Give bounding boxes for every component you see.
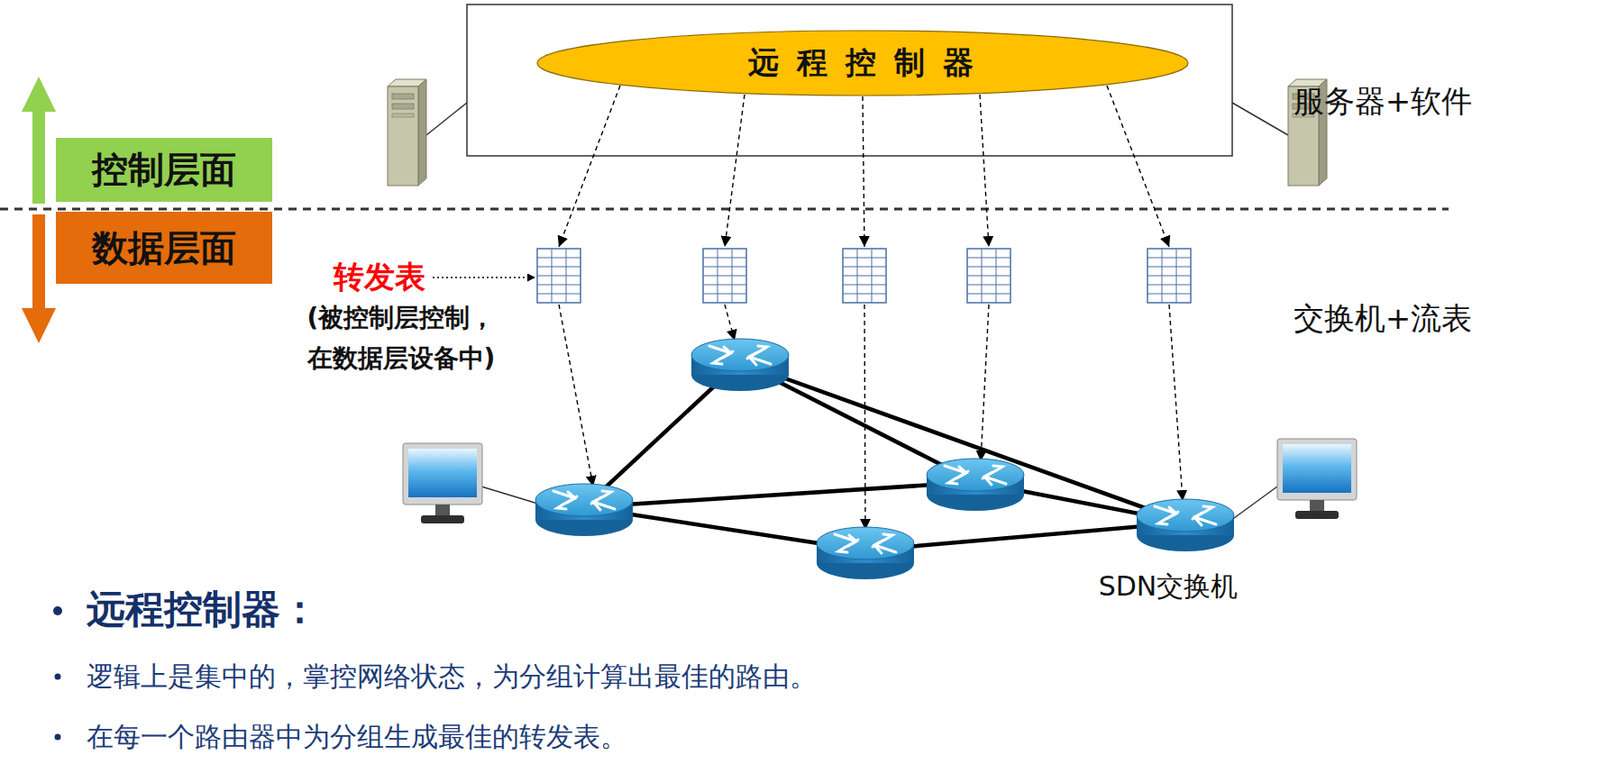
controller-ellipse: 远 程 控 制 器 — [536, 29, 1189, 97]
host-monitor — [1277, 438, 1357, 520]
bullet-dot — [53, 606, 63, 616]
node-text: 控制层面 — [91, 145, 237, 195]
plane-divider — [0, 208, 1449, 211]
leader-line — [432, 276, 536, 278]
sdn-switch — [816, 527, 915, 580]
server-link — [426, 102, 467, 136]
server-link — [1232, 102, 1289, 136]
data-plane-box: 数据层面 — [55, 211, 273, 284]
sdn-switch — [691, 338, 789, 392]
flow-table — [703, 248, 747, 303]
bullet-dot — [54, 734, 62, 741]
flow-table — [967, 248, 1011, 303]
tier-label: 服务器+软件 — [1293, 81, 1473, 123]
install-arrows — [558, 304, 1183, 531]
host-link — [481, 486, 541, 505]
ellipse-fill — [537, 30, 1189, 96]
device-label: SDN交换机 — [1098, 568, 1239, 606]
bullet-dot — [54, 674, 62, 681]
down-arrow — [21, 214, 56, 344]
tier-label: 交换机+流表 — [1293, 298, 1473, 340]
flow-table — [537, 248, 581, 303]
callout-note: (被控制层控制， 在数据层设备中) — [291, 298, 512, 380]
bullet-text: 逻辑上是集中的，掌控网络状态，为分组计算出最佳的路由。 — [86, 658, 817, 696]
sdn-switch — [535, 484, 633, 537]
node-text: 远 程 控 制 器 — [748, 42, 978, 84]
control-plane-box: 控制层面 — [55, 137, 273, 202]
server-box — [466, 4, 1233, 156]
host-link — [1230, 486, 1278, 522]
callout-title: 转发表 — [333, 256, 426, 299]
host-monitor — [402, 443, 483, 524]
bullet-text: 在每一个路由器中为分组生成最佳的转发表。 — [86, 719, 628, 757]
up-arrow — [21, 76, 56, 204]
sdn-switch — [926, 458, 1024, 512]
server-icon — [387, 79, 427, 186]
flow-table — [1147, 248, 1191, 303]
node-text: 数据层面 — [91, 223, 237, 274]
network-links — [584, 362, 1186, 551]
flow-table — [842, 248, 887, 303]
bullet-heading: 远程控制器： — [86, 584, 320, 637]
control-arrows — [558, 85, 1170, 247]
sdn-switch — [1136, 499, 1235, 552]
